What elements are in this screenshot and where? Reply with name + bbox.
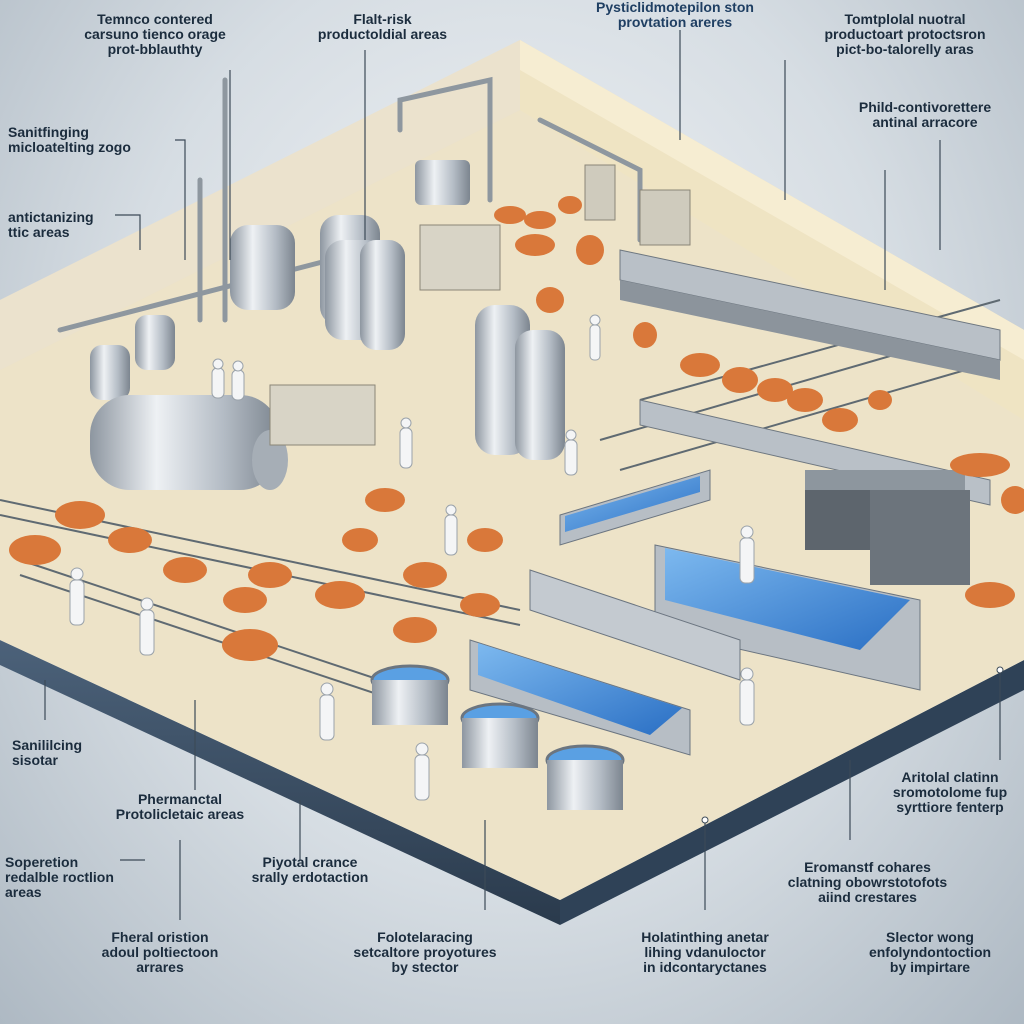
- label-pollution-areas: Fheral oristion adoul poltiectoon arrare…: [101, 929, 219, 975]
- label-temperature-controlled: Temnco contered carsuno tienco orage pro…: [84, 11, 226, 57]
- callout-lines: [44, 30, 1001, 920]
- label-separation-areas: Soperetion redalble roctlion areas: [5, 854, 114, 900]
- left-wall: [0, 40, 520, 370]
- cattle-icon: [9, 196, 1024, 661]
- label-sanitizing-zone: Sanitfinging micloatelting zogo: [8, 124, 131, 155]
- platform-right-edge: [560, 660, 1024, 925]
- right-wall-shade: [520, 40, 1024, 360]
- label-pharmaceutical-areas: Phermanctal Protolicletaic areas: [115, 791, 245, 822]
- label-inspection-areas: Pysticlidmotepilon ston provtation arere…: [596, 0, 754, 30]
- worker-icon: [69, 314, 755, 801]
- label-sector-by-importance: Slector wong enfolyndontoction by impirt…: [868, 929, 992, 975]
- label-animal-areas: Phild-contivorettere antinal arracore: [858, 99, 992, 130]
- label-neutral-production: Tomtplolal nuotral productoart protoctsr…: [824, 11, 986, 57]
- water-basin-icon: [370, 469, 921, 810]
- label-cleaning-structures: Eromanstf cohares clatning obowrstotofot…: [787, 859, 948, 905]
- control-cabinet-icon: [269, 164, 970, 585]
- stainless-tank-icon: [90, 160, 565, 490]
- label-ventilation: Holatinthing anetar lihing vdanuloctor i…: [641, 929, 769, 975]
- callout-dots: [701, 666, 1004, 824]
- label-antictanizing-areas: antictanizing ttic areas: [8, 209, 94, 240]
- label-artificial-cleaning: Aritolal clatinn sromotolome fup syrttio…: [892, 769, 1008, 815]
- platform-left-edge: [0, 640, 560, 925]
- label-sanitizing-sector: Sanililcing sisotar: [12, 737, 83, 768]
- label-physical-clearance: Piyotal crance srally erdotaction: [251, 854, 369, 885]
- label-procedures-by-sector: Folotelaracing setcaltore proyotures by …: [353, 929, 497, 975]
- label-high-risk-areas: Flalt-risk productoldial areas: [317, 11, 448, 42]
